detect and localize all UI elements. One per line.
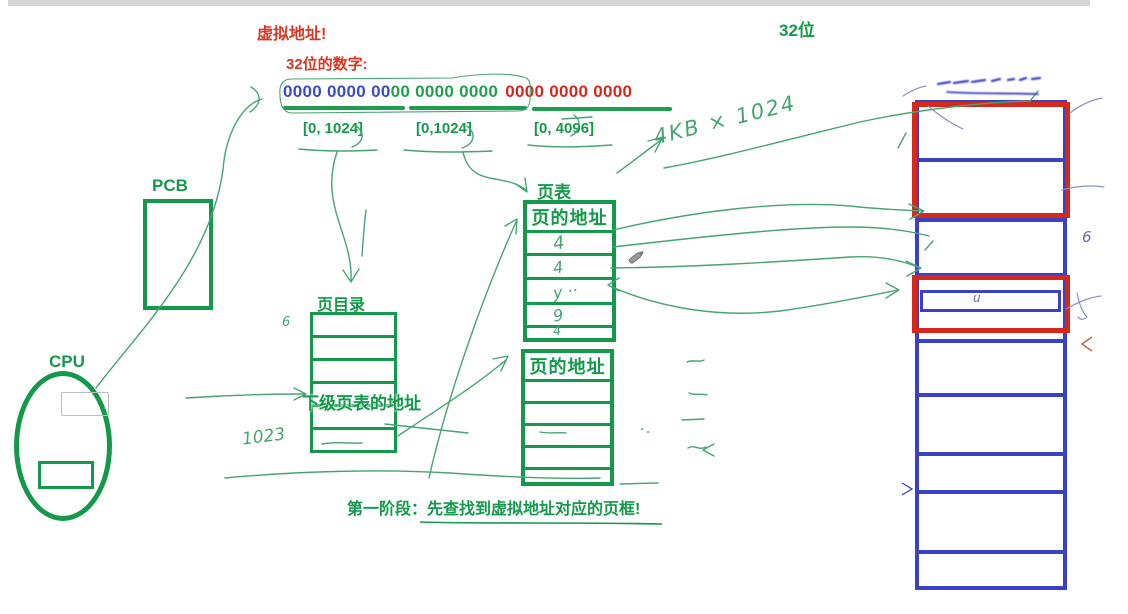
blue-arrow-mark [901,482,914,496]
pt-row: 4 [527,232,612,256]
memory-line [915,586,1067,590]
pt-cell-handwriting: 9 [551,305,565,326]
underline-green-group [409,106,527,110]
pt-row [525,382,610,404]
arrow-to-upper-table [428,221,517,479]
handwritten-size-calc: 4KB × 1024 [651,90,799,150]
pt-lower-header: 页的地址 [525,353,610,382]
memory-line [915,393,1067,397]
directory-index-bits: 0000 0000 00 [283,82,391,101]
stage-underline [419,521,663,525]
pd-row [313,384,394,407]
handwritten-6-right: 6 [1082,228,1092,246]
stage-main: 先查找到虚拟地址对应的页框! [427,501,641,518]
table-index-bits: 00 0000 0000 [390,82,499,101]
physical-memory-column: u [912,100,1070,590]
pt-cell-handwriting: 4 [551,257,565,278]
memory-line [915,452,1067,456]
pd-entry-overlay-text: 下级页表的地址 [302,394,421,413]
pd-row [313,338,394,361]
stage-caption: 第一阶段：先查找到虚拟地址对应的页框! [347,495,640,519]
memory-red-frame-1 [912,102,1070,218]
arrow-to-page-directory [331,151,352,281]
pt-row [525,426,610,448]
page-directory-title: 页目录 [317,297,366,314]
pcb-label: PCB [152,176,188,195]
binary-address: 0000 0000 0000 0000 0000 0000 0000 0000 [283,82,632,102]
range-offset: [0, 4096] [534,120,595,137]
pt-row: 4 [527,323,612,339]
memory-right-edge [1063,100,1067,590]
memory-line [915,490,1067,494]
virtual-address-title: 虚拟地址! [257,26,327,43]
memory-thin-blue-row: u [920,290,1061,312]
cross-mark [1065,292,1102,320]
memory-line [915,339,1067,343]
pen-cursor-icon [628,251,644,264]
memory-left-edge [915,100,919,590]
arrow-to-pd-entry [185,393,305,399]
pd-row [313,407,394,430]
cpu-register-box [38,461,94,489]
bits32-label: 32位 [779,21,815,40]
range-table: [0,1024] [416,120,472,137]
page-table-title: 页表 [537,183,571,202]
pt-cell-handwriting: y ·· [551,280,579,303]
pt-row: y ·· [527,280,612,305]
pt-row: 9 [527,305,612,328]
page-directory-table [310,312,397,453]
red-check-mark [1080,336,1093,352]
top-edge-strip [8,0,1090,6]
pt-cell-handwriting: 4 [551,232,566,255]
pd-row [313,315,394,338]
bits32-number-label: 32位的数字: [286,56,368,73]
pt-row [525,404,610,426]
arrow-entry2-to-frame [612,226,930,248]
pcb-box [143,199,213,310]
underline-blue-group [283,106,405,110]
pt-upper-header: 页的地址 [527,204,612,233]
illegible-blue-annotation [936,76,1042,95]
underline-red-group [532,107,672,111]
cpu-label: CPU [49,352,85,371]
page-table-lower: 页的地址 [521,349,614,486]
memory-line [915,550,1067,554]
arrow-to-page-table [462,151,527,191]
offset-bits: 0000 0000 0000 [505,82,633,101]
arrow-entry4-to-frame [611,286,899,314]
pd-row [313,361,394,384]
arrow-entry1-to-frame [612,203,923,231]
handwritten-6-left: 6 [282,315,291,330]
range-directory: [0, 1024] [303,120,364,137]
stage-prefix: 第一阶段： [347,501,428,518]
pt-row [525,448,610,470]
cpu-ellipse [14,371,112,521]
pd-row [313,430,394,450]
pt-row: 4 [527,256,612,280]
cpu-register-ghost-box [61,392,109,416]
pt-row [525,470,610,482]
arrow-entry3-to-frame [610,255,921,269]
handwritten-1023: 1023 [240,424,287,450]
page-table-upper: 页的地址 4 4 y ·· 9 4 [523,200,616,342]
memory-line [915,218,1067,222]
handwritten-u-mark: u [973,291,981,305]
